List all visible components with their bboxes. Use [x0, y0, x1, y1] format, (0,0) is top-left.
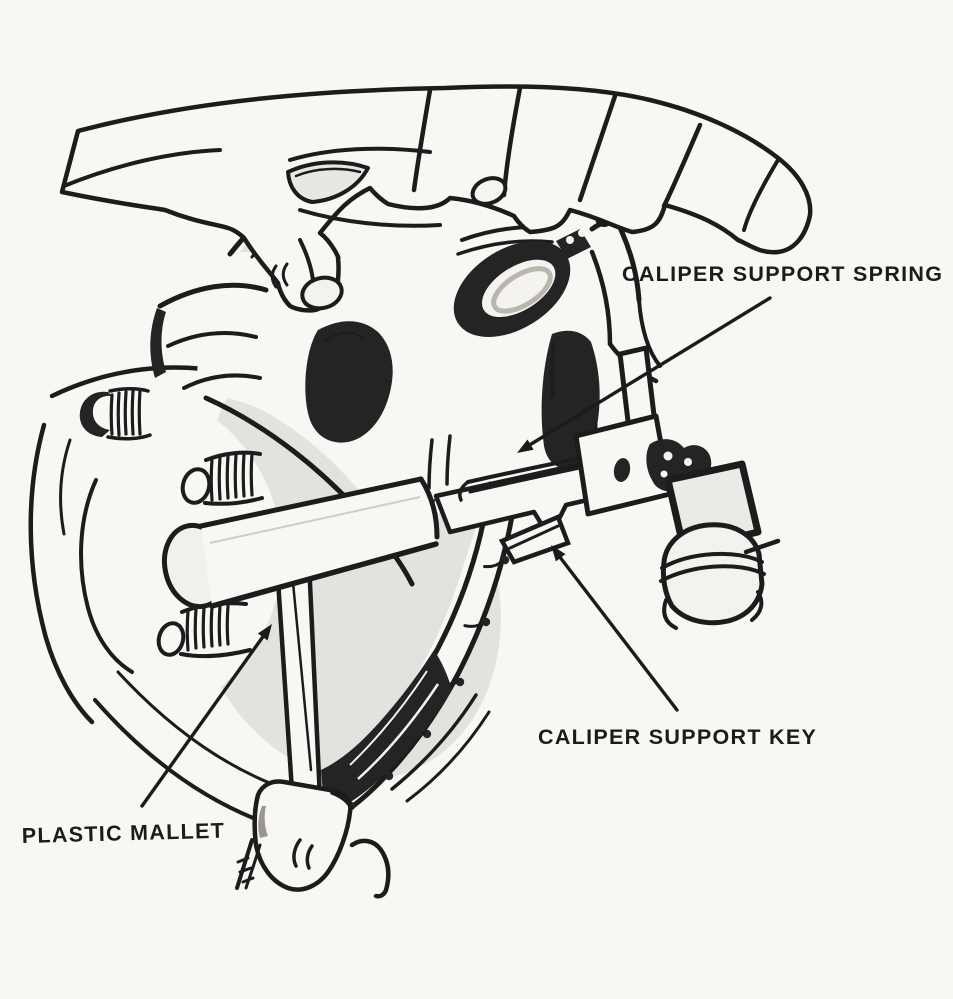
upper-hand [59, 84, 813, 313]
ball-joint-boot [659, 522, 781, 630]
mallet-handle [274, 559, 323, 812]
label-caliper-support-key: CALIPER SUPPORT KEY [538, 725, 817, 749]
shadow-left [305, 321, 393, 443]
drum-outer-contours [93, 670, 274, 822]
caliper-inspection-hole [453, 241, 571, 337]
wheel-studs [79, 387, 264, 659]
steering-knuckle [573, 345, 781, 630]
thumbnail-shadow [258, 806, 268, 838]
wheel-stud [79, 387, 152, 441]
wheel-stud [180, 450, 264, 506]
rotor-rim-band [321, 481, 519, 825]
caliper-support-key-part [498, 514, 571, 565]
caliper-adapter [150, 282, 269, 390]
label-caliper-support-spring: CALIPER SUPPORT SPRING [622, 262, 943, 286]
label-plastic-mallet: PLASTIC MALLET [22, 819, 226, 848]
wheel-stud [156, 601, 252, 659]
fingernails [286, 160, 508, 311]
leader-line-caliper-support-spring [517, 296, 772, 453]
leader-line-caliper-support-key [551, 545, 679, 712]
mallet-head [162, 476, 440, 610]
plastic-mallet [162, 476, 440, 812]
leader-line-plastic-mallet [140, 624, 272, 808]
lower-hand [235, 779, 391, 899]
